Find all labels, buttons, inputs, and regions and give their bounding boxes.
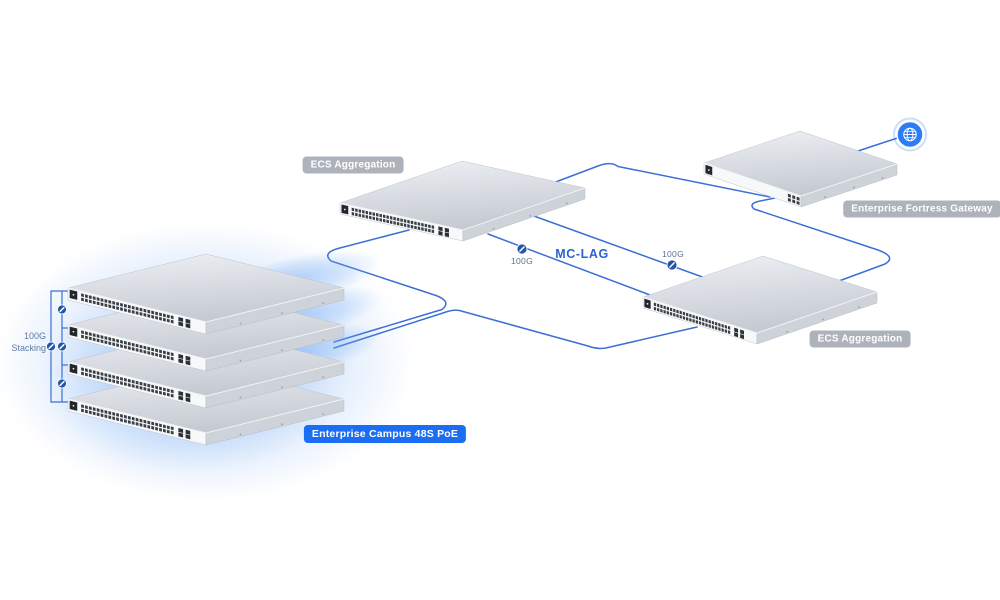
link-icon — [57, 304, 67, 315]
label-100g-left: 100G — [511, 256, 533, 266]
connection-lines — [327, 136, 900, 350]
label-enterprise-campus-48s-poe: Enterprise Campus 48S PoE — [303, 425, 467, 443]
ecs-aggregation-switch-bottom — [642, 255, 878, 345]
link-icon — [57, 341, 67, 352]
link-gateway-to-internet — [857, 136, 900, 152]
globe-icon — [893, 117, 927, 152]
stack-switch-1 — [67, 253, 345, 335]
ecs-aggregation-switch-top — [339, 160, 586, 242]
label-100g-stacking: 100G Stacking — [0, 330, 46, 354]
label-100g-right: 100G — [662, 249, 684, 259]
link-mclag-2 — [519, 210, 709, 280]
label-100g-stacking-line2: Stacking — [11, 343, 46, 353]
label-ecs-aggregation-bottom: ECS Aggregation — [809, 330, 911, 348]
label-100g-stacking-line1: 100G — [23, 330, 46, 341]
link-icon — [46, 341, 56, 352]
label-mc-lag: MC-LAG — [555, 247, 609, 261]
link-icon — [516, 243, 528, 255]
link-agg-top-to-gateway — [544, 162, 771, 198]
link-mclag-1 — [487, 233, 651, 296]
label-enterprise-fortress-gateway: Enterprise Fortress Gateway — [843, 200, 1000, 218]
link-stack-to-agg-bottom — [333, 309, 698, 350]
label-ecs-aggregation-top: ECS Aggregation — [302, 156, 404, 174]
link-gateway-to-agg-bottom — [751, 194, 891, 282]
link-icon — [666, 259, 678, 271]
link-icon — [57, 378, 67, 389]
link-dots — [46, 243, 678, 389]
fortress-gateway — [703, 130, 898, 208]
